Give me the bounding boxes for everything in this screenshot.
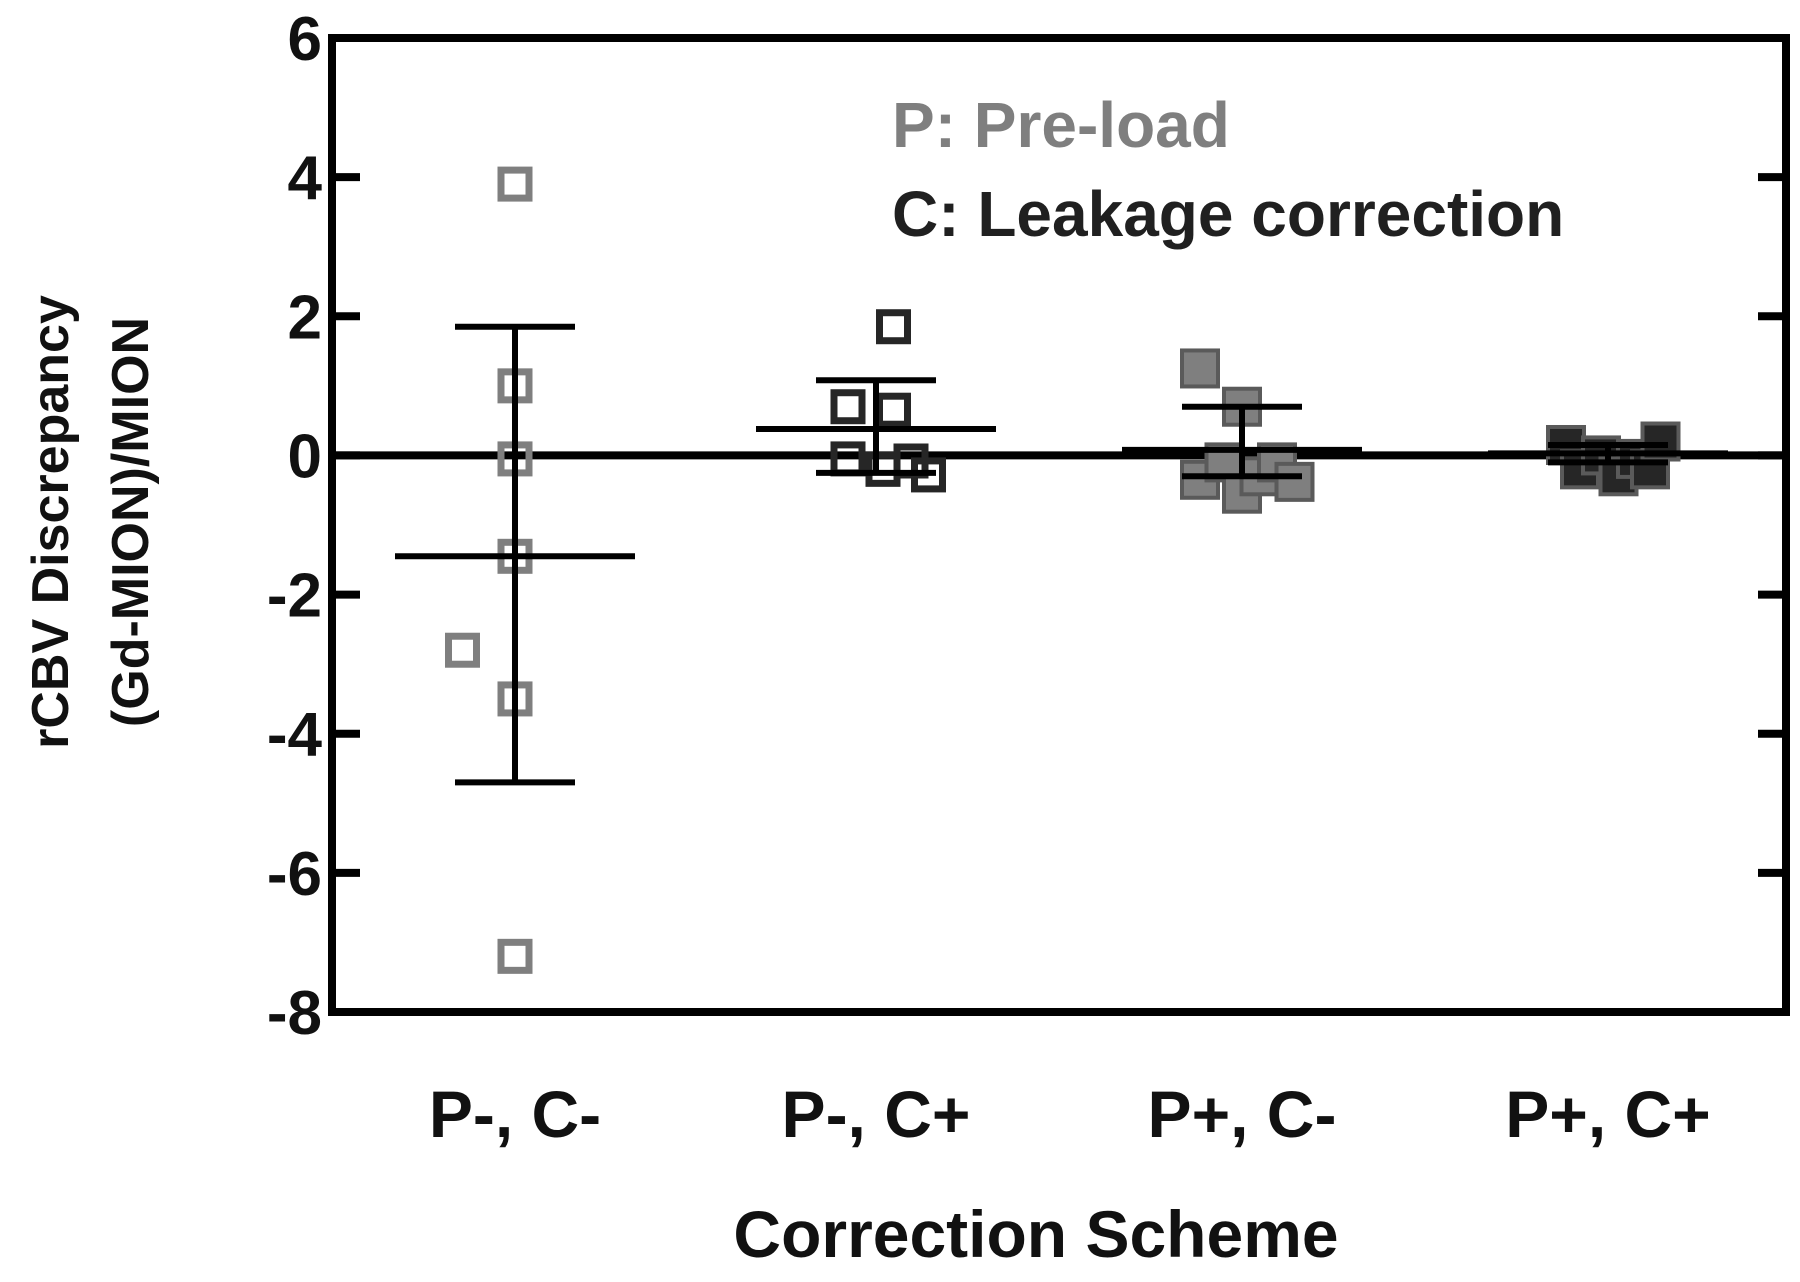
y-tick-label: -6 xyxy=(267,840,322,909)
y-tick-label: 6 xyxy=(288,5,322,74)
x-tick-label: P-, C- xyxy=(429,1077,601,1151)
y-axis-label-line-1: rCBV Discrepancy xyxy=(22,295,80,749)
y-tick-label: -2 xyxy=(267,562,322,631)
y-tick-label: 0 xyxy=(288,422,322,491)
axis-labels: rCBV Discrepancy (Gd-MION)/MION Correcti… xyxy=(22,295,1339,1271)
x-tick-label: P+, C- xyxy=(1148,1077,1337,1151)
y-tick-label: 2 xyxy=(288,283,322,352)
legend: P: Pre-load C: Leakage correction xyxy=(892,89,1564,250)
data-point xyxy=(1274,461,1315,502)
data-point xyxy=(876,309,911,345)
data-point xyxy=(497,938,533,974)
data-point xyxy=(497,166,533,202)
y-tick-label: 4 xyxy=(288,144,323,213)
plot-frame xyxy=(328,34,1790,1016)
plot-area: 6 4 2 0 -2 -4 -6 -8P-, C- P-, C+ P+, C- P+, C+ xyxy=(267,5,1790,1151)
data-point xyxy=(1180,348,1220,389)
x-tick-label: P-, C+ xyxy=(782,1077,971,1151)
x-tick-label: P+, C+ xyxy=(1505,1077,1710,1151)
legend-entry-leakage: C: Leakage correction xyxy=(892,178,1564,250)
legend-entry-preload: P: Pre-load xyxy=(892,89,1230,161)
y-tick-label: -8 xyxy=(267,979,322,1048)
y-tick-label: -4 xyxy=(267,701,323,770)
data-point xyxy=(830,389,866,425)
y-axis-label-line-2: (Gd-MION)/MION xyxy=(102,317,160,727)
x-axis-label: Correction Scheme xyxy=(733,1197,1338,1271)
data-point xyxy=(876,392,911,428)
data-point xyxy=(445,632,480,668)
